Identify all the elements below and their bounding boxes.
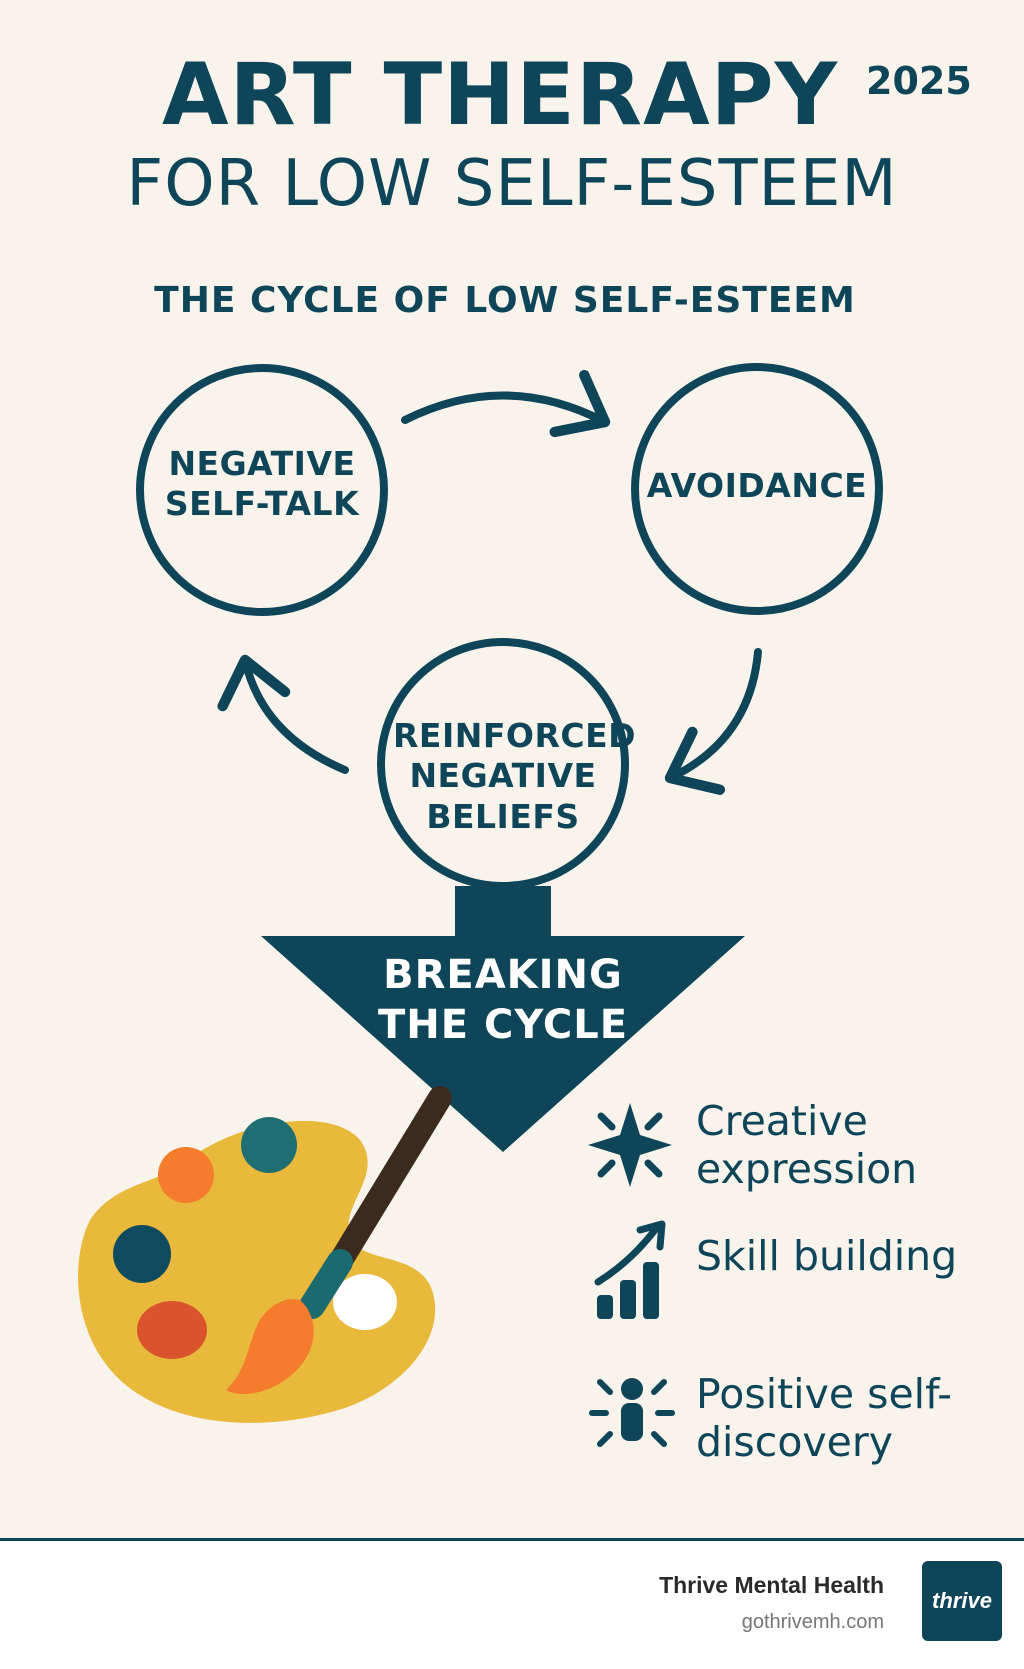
year-label: 2025	[866, 59, 972, 103]
arrow-self-talk-to-avoidance	[401, 369, 611, 438]
page-subtitle: FOR LOW SELF-ESTEEM	[126, 147, 898, 221]
brand-name: Thrive Mental Health	[659, 1572, 884, 1598]
benefit-creative-expression: Creative expression	[696, 1097, 918, 1193]
paintbrush-icon	[226, 1086, 452, 1395]
benefit-positive-self-discovery: Positive self-discovery	[696, 1370, 953, 1466]
brand-url[interactable]: gothrivemh.com	[741, 1611, 884, 1633]
cycle-heading: THE CYCLE OF LOW SELF-ESTEEM	[154, 280, 856, 321]
paint-orange	[158, 1147, 214, 1203]
paint-teal	[241, 1117, 297, 1173]
thrive-logo: thrive	[922, 1561, 1002, 1641]
arrow-avoidance-to-beliefs	[664, 648, 762, 795]
node-negative-self-talk-label: NEGATIVE SELF-TALK	[164, 444, 360, 524]
node-avoidance-label: AVOIDANCE	[646, 466, 868, 505]
paint-palette-icon	[78, 1117, 436, 1423]
arrow-beliefs-to-self-talk	[217, 654, 349, 774]
node-avoidance-circle	[631, 363, 883, 615]
page-title: ART THERAPY	[162, 45, 838, 145]
breaking-cycle-arrow	[261, 886, 745, 1152]
sparkle-icon	[588, 1103, 672, 1187]
benefit-skill-building: Skill building	[696, 1232, 958, 1280]
paint-red	[137, 1301, 207, 1359]
radiant-person-icon	[589, 1378, 675, 1447]
node-reinforced-beliefs-label: REINFORCED NEGATIVE BELIEFS	[393, 716, 637, 836]
growth-chart-icon	[594, 1220, 666, 1319]
breaking-cycle-label: BREAKING THE CYCLE	[377, 952, 629, 1048]
paint-navy	[113, 1225, 171, 1283]
node-negative-self-talk-circle	[136, 364, 388, 616]
footer	[0, 1538, 1024, 1669]
